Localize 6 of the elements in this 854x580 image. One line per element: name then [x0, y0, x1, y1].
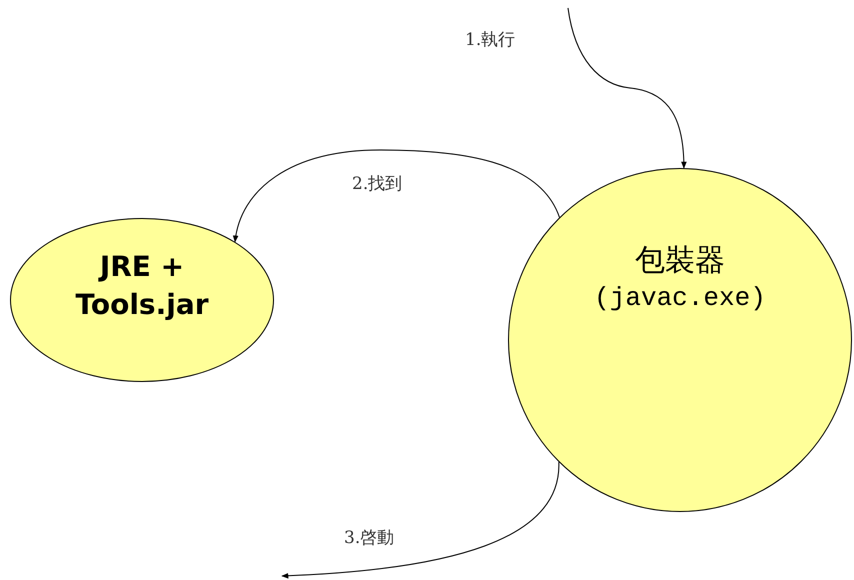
arrow: [281, 462, 560, 578]
arrow: [233, 150, 560, 242]
node-subtitle: (javac.exe): [594, 283, 766, 313]
arrow: [568, 8, 687, 169]
node-title: 包裝器: [635, 242, 725, 280]
node-title: JRE + Tools.jar: [74, 249, 210, 323]
